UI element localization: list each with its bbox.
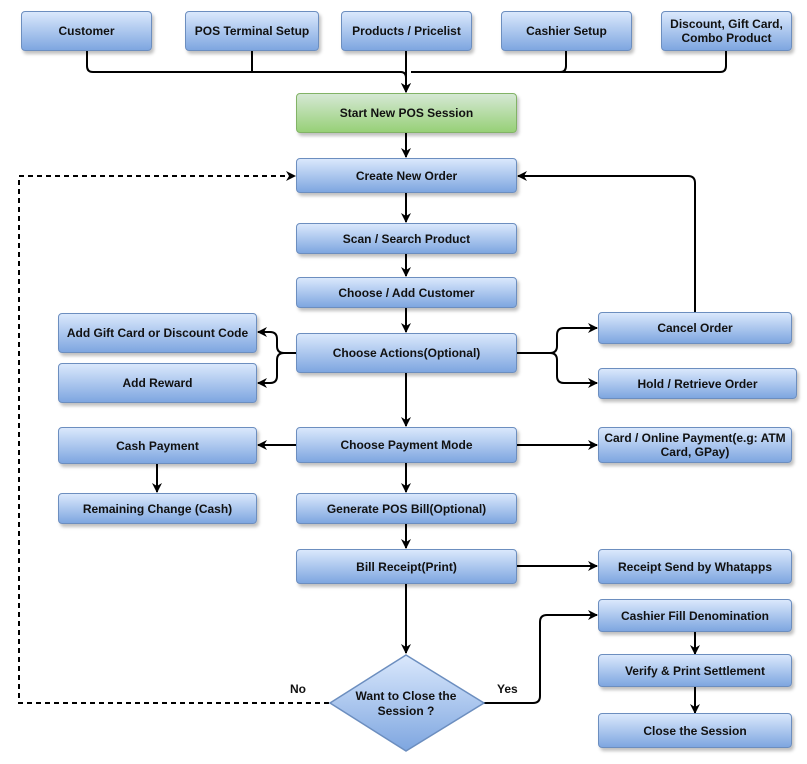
node-add-reward: Add Reward (58, 363, 257, 403)
node-customer: Customer (21, 11, 152, 51)
node-choose-payment: Choose Payment Mode (296, 427, 517, 463)
edge-actions-giftcard (257, 327, 296, 354)
node-card-payment: Card / Online Payment(e.g: ATM Card, GPa… (598, 427, 792, 463)
node-cashier-denomination: Cashier Fill Denomination (598, 599, 792, 632)
node-pos-terminal-setup: POS Terminal Setup (185, 11, 319, 51)
node-add-gift-card: Add Gift Card or Discount Code (58, 313, 257, 353)
node-receipt-whatsapp: Receipt Send by Whatapps (598, 549, 792, 584)
node-remaining-change: Remaining Change (Cash) (58, 493, 257, 524)
node-choose-customer: Choose / Add Customer (296, 277, 517, 308)
edge-cancel-create (517, 171, 696, 312)
node-bill-receipt: Bill Receipt(Print) (296, 549, 517, 584)
edge-cashier-start (411, 51, 567, 73)
node-verify-settlement: Verify & Print Settlement (598, 654, 792, 687)
edge-label-no: No (290, 682, 306, 696)
decision-label: Want to Close the Session ? (355, 689, 457, 718)
node-generate-bill: Generate POS Bill(Optional) (296, 493, 517, 524)
decision-diamond (328, 654, 486, 752)
edge-decision-no (18, 171, 329, 704)
edge-customer-start (86, 51, 411, 93)
node-discount-combo: Discount, Gift Card, Combo Product (661, 11, 792, 51)
node-create-order: Create New Order (296, 158, 517, 193)
edge-decision-yes (484, 610, 598, 704)
node-start-session: Start New POS Session (296, 93, 517, 133)
node-products-pricelist: Products / Pricelist (341, 11, 472, 51)
node-choose-actions: Choose Actions(Optional) (296, 333, 517, 373)
node-cancel-order: Cancel Order (598, 312, 792, 344)
edge-actions-hold (516, 352, 598, 388)
node-cashier-setup: Cashier Setup (501, 11, 632, 51)
node-close-session: Close the Session (598, 713, 792, 748)
edge-label-yes: Yes (497, 682, 518, 696)
node-cash-payment: Cash Payment (58, 427, 257, 464)
edge-actions-reward (257, 352, 296, 388)
edge-discount-start (411, 51, 727, 73)
node-hold-order: Hold / Retrieve Order (598, 368, 797, 399)
node-scan-product: Scan / Search Product (296, 223, 517, 254)
edge-actions-cancel (516, 323, 598, 354)
